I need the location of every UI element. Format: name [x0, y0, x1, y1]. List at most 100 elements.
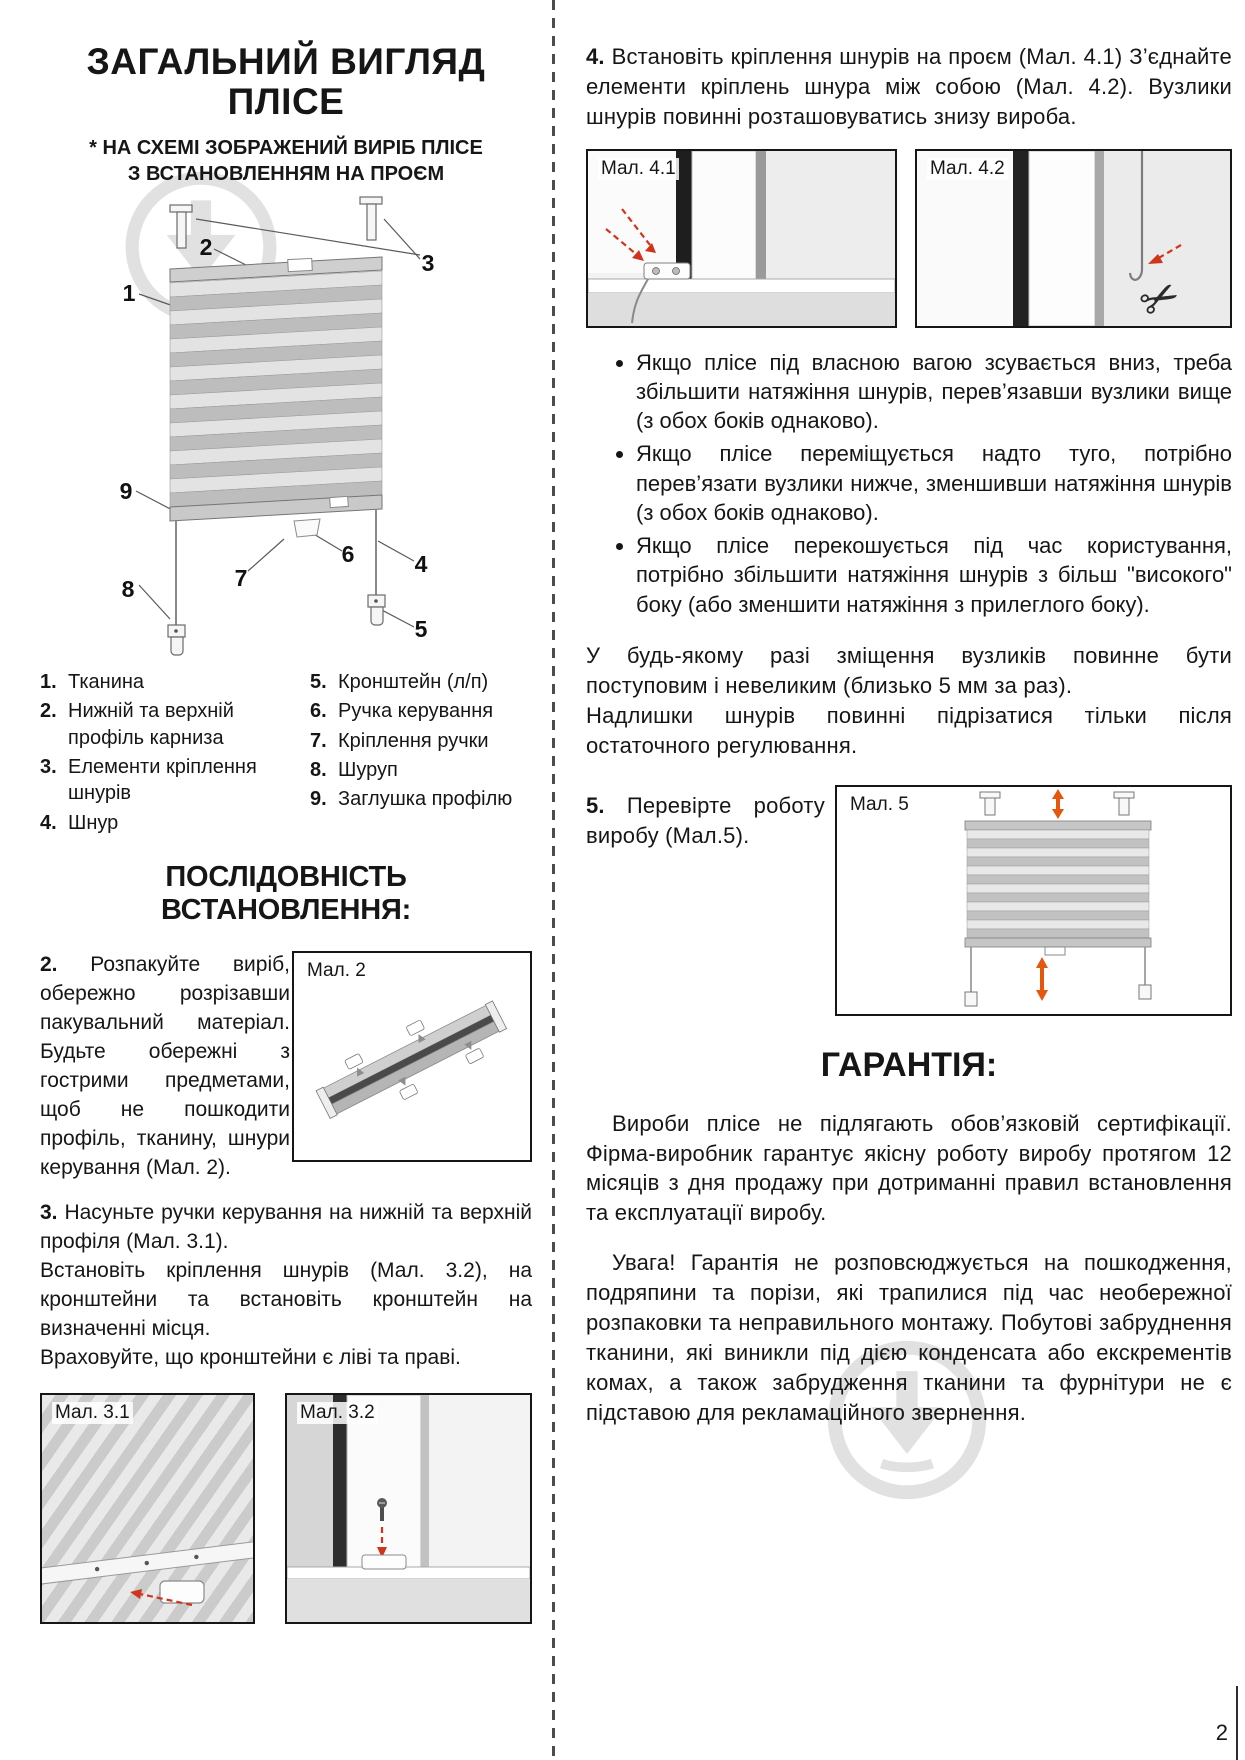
legend-number: 3.: [40, 756, 57, 779]
page-title-line2: ПЛІСЕ: [227, 80, 345, 122]
figure-3-1-label: Мал. 3.1: [52, 1401, 133, 1424]
legend-text: Шнур: [68, 811, 119, 834]
step-2-number: 2.: [40, 953, 58, 977]
step-2-text: 2. Розпакуйте виріб, обережно розрізавши…: [40, 951, 290, 1183]
adjustment-note-line1: У будь-якому разі зміщення вузликів пови…: [586, 642, 1232, 698]
legend-number: 4.: [40, 811, 57, 834]
bullet-item: Якщо плісе переміщується надто туго, пот…: [636, 439, 1232, 527]
diagram-number-1: 1: [123, 280, 136, 306]
page-number: 2: [1215, 1720, 1228, 1745]
diagram-number-8: 8: [122, 576, 135, 602]
legend-number: 6.: [310, 700, 327, 723]
legend-text: Кронштейн (л/п): [338, 670, 489, 693]
figure-2-label: Мал. 2: [304, 960, 369, 983]
handle-clip: [329, 495, 349, 509]
legend-item: 8. Шуруп: [310, 757, 532, 783]
figure-5-illustration: [837, 786, 1230, 1014]
step-2-block: 2. Розпакуйте виріб, обережно розрізавши…: [40, 951, 532, 1183]
diagram-number-5: 5: [415, 616, 428, 642]
fabric-texture: [42, 1394, 253, 1622]
step-3-number: 3.: [40, 1201, 58, 1224]
blind-overview-diagram: 1 2 3 4 5 6 7 8 9: [40, 189, 532, 665]
step-5-text: 5. Перевірте роботу виробу (Мал.5).: [586, 785, 835, 1016]
page-title: ЗАГАЛЬНИЙ ВИГЛЯД ПЛІСЕ: [40, 42, 532, 122]
figure-2: Мал. 2: [292, 951, 532, 1163]
figures-4-row: Мал. 4.1: [586, 148, 1232, 328]
step-5-body: Перевірте роботу виробу (Мал.5).: [586, 792, 825, 848]
page-subtitle-line1: * НА СХЕМІ ЗОБРАЖЕНИЙ ВИРІБ ПЛІСЕ: [89, 136, 483, 159]
figure-3-2-illustration: [287, 1394, 530, 1622]
figure-2-illustration: [294, 953, 530, 1161]
blind-diagram-svg: 1 2 3 4 5 6 7 8 9: [120, 196, 435, 656]
legend-item: 1. Тканина: [40, 669, 302, 695]
legend-number: 7.: [310, 729, 327, 752]
legend-text: Нижній та верхній профіль карниза: [68, 700, 234, 749]
diagram-number-7: 7: [235, 565, 248, 591]
figure-4-2-label: Мал. 4.2: [927, 157, 1008, 180]
step-3-line1: 3. Насуньте ручки керування на нижній та…: [40, 1199, 532, 1257]
legend-number: 9.: [310, 788, 327, 811]
legend-column-1: 1. Тканина 2. Нижній та верхній профіль …: [40, 669, 302, 839]
step-5-block: 5. Перевірте роботу виробу (Мал.5). Мал.…: [586, 784, 1232, 1016]
figure-4-2-illustration: ✂: [917, 150, 1230, 326]
figure-4-1: Мал. 4.1: [586, 148, 897, 328]
pleated-fabric: [169, 270, 383, 508]
bottom-brackets: [167, 594, 386, 656]
legend-text: Ручка керування: [338, 700, 494, 723]
warranty-paragraph-1: Вироби плісе не підлягають обов’язковій …: [586, 1110, 1232, 1226]
page-subtitle: * НА СХЕМІ ЗОБРАЖЕНИЙ ВИРІБ ПЛІСЕ З ВСТА…: [40, 135, 532, 187]
step-2-body: Розпакуйте виріб, обережно розрізавши па…: [40, 953, 290, 1180]
top-brackets: [169, 196, 383, 249]
figures-3-row: Мал. 3.1 Мал. 3.2: [40, 1392, 532, 1624]
step-3-body1: Насуньте ручки керування на нижній та ве…: [40, 1201, 532, 1253]
figure-3-2-label: Мал. 3.2: [297, 1401, 378, 1424]
step-4-number: 4.: [586, 44, 605, 69]
warranty-paragraph-2: Увага! Гарантія не розповсюджується на п…: [586, 1250, 1232, 1425]
bottom-handle: [293, 518, 321, 538]
diagram-number-4: 4: [415, 551, 428, 577]
legend-item: 2. Нижній та верхній профіль карниза: [40, 698, 302, 751]
column-divider: [552, 0, 555, 1760]
figure-4-2: Мал. 4.2 ✂: [915, 148, 1232, 328]
legend-item: 7. Кріплення ручки: [310, 728, 532, 754]
diagram-number-6: 6: [342, 541, 355, 567]
legend-column-2: 5. Кронштейн (л/п) 6. Ручка керування 7.…: [310, 669, 532, 839]
diagram-numbers: 1 2 3 4 5 6 7 8 9: [120, 234, 435, 642]
bottom-rail: [169, 494, 383, 522]
install-section-title: ПОСЛІДОВНІСТЬ ВСТАНОВЛЕННЯ:: [160, 861, 412, 927]
figure-3-2: Мал. 3.2: [285, 1392, 532, 1624]
step-3-body3: Враховуйте, що кронштейни є ліві та прав…: [40, 1345, 461, 1369]
figure-3-1-illustration: [42, 1540, 253, 1606]
legend-text: Елементи кріплення шнурів: [68, 756, 257, 805]
right-column: 4. Встановіть кріплення шнурів на проєм …: [586, 42, 1232, 1428]
legend-text: Кріплення ручки: [338, 729, 489, 752]
movement-arrows: [1036, 788, 1064, 1001]
legend-text: Заглушка профілю: [338, 788, 513, 811]
legend-number: 8.: [310, 759, 327, 782]
step-4-text: 4. Встановіть кріплення шнурів на проєм …: [586, 42, 1232, 132]
legend-item: 9. Заглушка профілю: [310, 786, 532, 812]
page-subtitle-line2: З ВСТАНОВЛЕННЯМ НА ПРОЄМ: [127, 162, 445, 185]
diagram-number-9: 9: [120, 478, 133, 504]
step-3-text: 3. Насуньте ручки керування на нижній та…: [40, 1199, 532, 1373]
top-handle: [287, 257, 313, 273]
step-5-number: 5.: [586, 792, 605, 818]
screw-right: [374, 599, 378, 603]
figure-3-1: Мал. 3.1: [40, 1392, 255, 1624]
figure-5: Мал. 5: [835, 784, 1232, 1016]
figure-4-1-label: Мал. 4.1: [598, 157, 679, 180]
bullet-item: Якщо плісе перекошується під час користу…: [636, 531, 1232, 619]
legend-number: 2.: [40, 700, 57, 723]
legend-text: Тканина: [68, 670, 145, 693]
step-4-body: Встановіть кріплення шнурів на проєм (Ма…: [586, 44, 1232, 129]
adjustment-note: У будь-якому разі зміщення вузликів пови…: [586, 641, 1232, 761]
left-column: ЗАГАЛЬНИЙ ВИГЛЯД ПЛІСЕ * НА СХЕМІ ЗОБРАЖ…: [40, 42, 532, 1624]
adjustment-note-line2: Надлишки шнурів повинні підрізатися тіль…: [586, 702, 1232, 758]
adjustment-bullet-list: Якщо плісе під власною вагою зсувається …: [636, 348, 1232, 619]
screw-left: [174, 629, 178, 633]
page-title-line1: ЗАГАЛЬНИЙ ВИГЛЯД: [86, 41, 486, 82]
legend-text: Шуруп: [338, 759, 398, 782]
step-3-body2: Встановіть кріплення шнурів (Мал. 3.2), …: [40, 1258, 532, 1340]
warranty-title: ГАРАНТІЯ:: [820, 1045, 998, 1084]
